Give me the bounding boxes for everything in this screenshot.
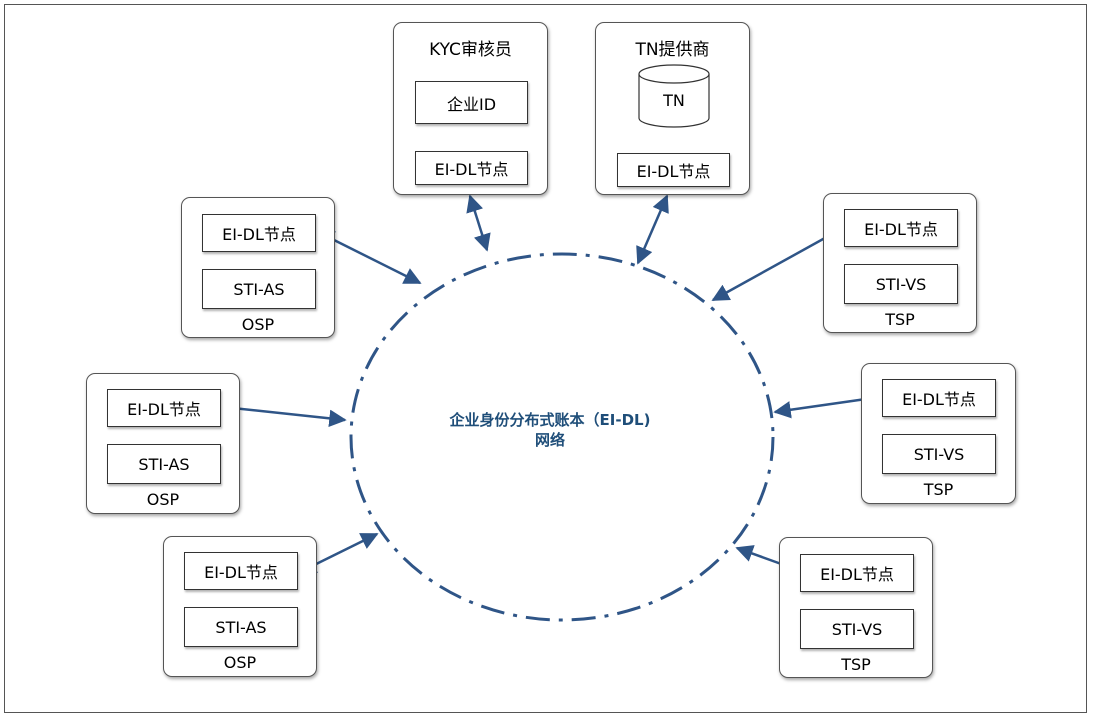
osp-box-1: EI-DL节点 STI-AS OSP [181,197,335,338]
tn-node-label: EI-DL节点 [636,162,711,181]
tsp-box-2: EI-DL节点 STI-VS TSP [861,363,1016,504]
diagram-frame [4,4,1087,713]
tsp-1-node-label: EI-DL节点 [864,220,938,239]
network-title-line2: 网络 [534,431,565,449]
osp-box-2: EI-DL节点 STI-AS OSP [86,373,240,514]
arrow-tn-network [636,194,669,265]
osp-2-service-label: STI-AS [138,454,190,474]
tsp-3-service-label: STI-VS [831,619,883,639]
tn-database-icon [638,64,710,128]
tsp-2-service-box: STI-VS [882,434,996,474]
arrow-osp1-network [316,230,422,285]
network-title-line1: 企业身份分布式账本（EI-DL) [449,411,651,429]
enterprise-id-box: 企业ID [415,81,528,124]
tsp-3-service-box: STI-VS [800,609,914,649]
tsp-1-service-box: STI-VS [844,264,958,304]
tsp-2-caption: TSP [923,480,954,499]
osp-box-3: EI-DL节点 STI-AS OSP [163,536,317,677]
tn-node-box: EI-DL节点 [617,153,730,187]
kyc-node-box: EI-DL节点 [415,151,528,185]
tsp-box-1: EI-DL节点 STI-VS TSP [823,193,977,333]
osp-3-caption: OSP [223,653,257,672]
tsp-1-caption: TSP [885,310,915,329]
tn-db-label: TN [663,91,685,110]
osp-2-service-box: STI-AS [107,444,221,484]
tn-provider-box: TN提供商 TN EI-DL节点 [595,22,750,195]
arrow-osp2-network [221,399,347,428]
tsp-3-node-label: EI-DL节点 [820,565,894,584]
osp-3-node-label: EI-DL节点 [204,563,278,582]
osp-1-service-box: STI-AS [202,269,316,309]
tsp-3-node-box: EI-DL节点 [800,554,914,592]
osp-3-service-box: STI-AS [184,607,298,647]
tsp-1-service-label: STI-VS [875,274,927,294]
osp-1-node-label: EI-DL节点 [222,225,296,244]
osp-1-service-label: STI-AS [233,279,285,299]
tn-title: TN提供商 [635,40,710,60]
osp-3-node-box: EI-DL节点 [184,552,298,590]
kyc-auditor-box: KYC审核员 企业ID EI-DL节点 [393,22,548,195]
osp-2-node-box: EI-DL节点 [107,389,221,427]
arrow-kyc-network [466,194,491,252]
kyc-title: KYC审核员 [429,40,512,60]
kyc-node-label: EI-DL节点 [434,160,509,179]
tsp-box-3: EI-DL节点 STI-VS TSP [779,537,933,678]
tsp-1-node-box: EI-DL节点 [844,209,958,247]
arrow-tsp1-network [711,226,845,302]
tsp-2-service-label: STI-VS [913,444,965,464]
osp-2-node-label: EI-DL节点 [127,400,201,419]
osp-1-caption: OSP [241,315,275,334]
tsp-2-node-label: EI-DL节点 [902,390,976,409]
network-ellipse [349,252,775,622]
osp-1-node-box: EI-DL节点 [202,214,316,252]
tsp-2-node-box: EI-DL节点 [882,379,996,417]
enterprise-id-label: 企业ID [446,94,497,114]
tsp-3-caption: TSP [841,655,871,674]
network-title: 企业身份分布式账本（EI-DL) 网络 [400,410,700,450]
osp-2-caption: OSP [146,490,180,509]
osp-3-service-label: STI-AS [215,617,267,637]
